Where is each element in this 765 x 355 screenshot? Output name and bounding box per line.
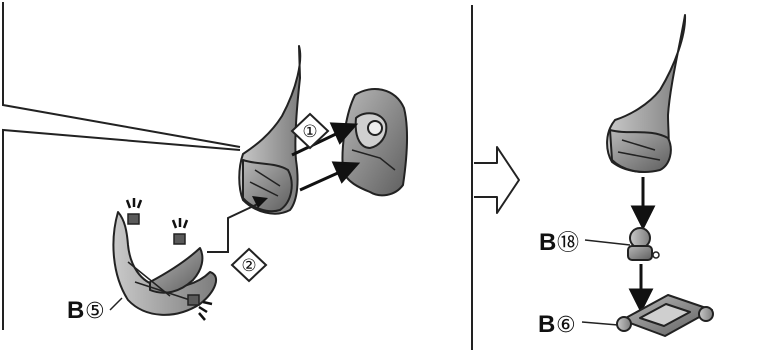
svg-text:⑤: ⑤ [85, 299, 105, 324]
svg-text:⑥: ⑥ [556, 313, 576, 338]
svg-text:⑱: ⑱ [557, 231, 579, 256]
assembled-head-part [607, 15, 685, 172]
down-arrow-icon [633, 177, 653, 227]
flow-arrow-icon [474, 147, 519, 213]
svg-text:②: ② [241, 256, 256, 276]
part-label-b18: B ⑱ [539, 229, 630, 256]
step-2-marker: ② [232, 249, 266, 281]
svg-text:B: B [538, 311, 555, 338]
faceplate-part [113, 212, 216, 315]
inner-frame-part [343, 89, 407, 195]
svg-text:B: B [539, 229, 556, 256]
base-frame-part [617, 295, 713, 336]
step-2-line [207, 202, 262, 252]
svg-text:B: B [67, 297, 84, 324]
step-1-marker: ① [292, 114, 328, 148]
down-arrow-icon [631, 264, 651, 310]
svg-text:①: ① [302, 122, 317, 142]
part-label-b6: B ⑥ [538, 311, 618, 338]
head-crest-part [239, 46, 300, 214]
part-label-b5: B ⑤ [67, 297, 122, 324]
ball-joint-part [628, 228, 659, 260]
